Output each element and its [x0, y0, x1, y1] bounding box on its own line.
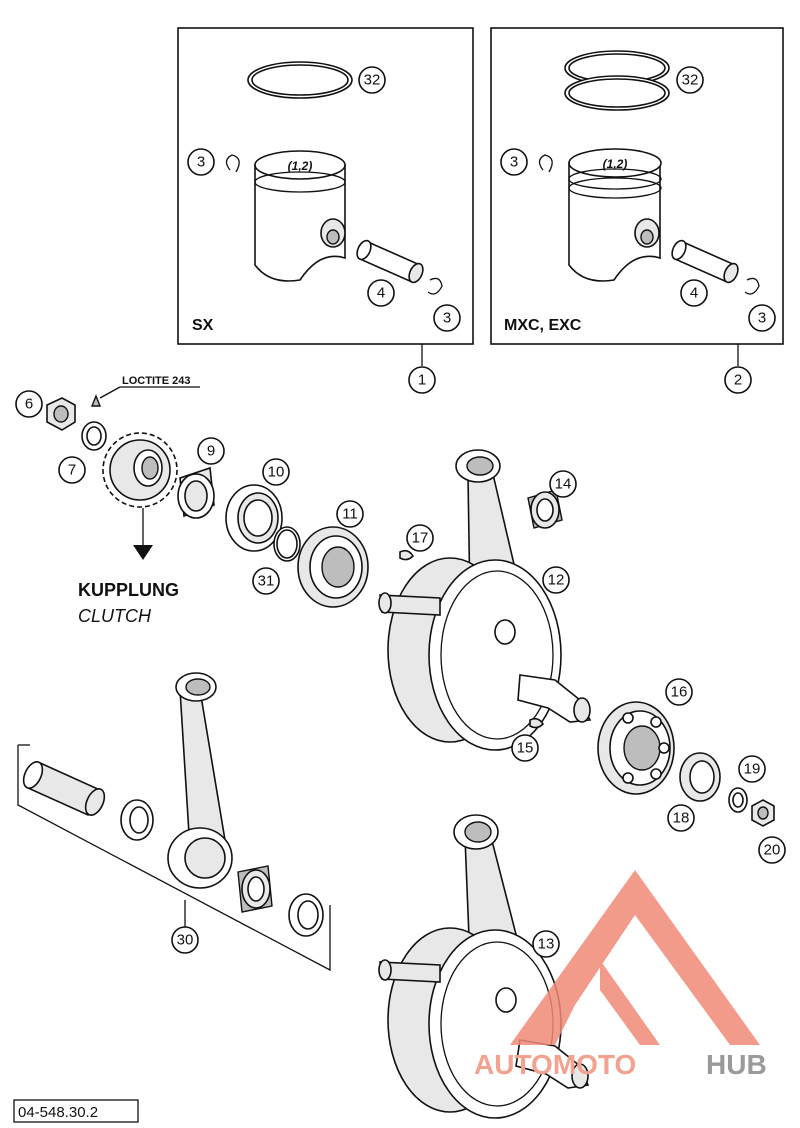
crankshaft-12	[378, 449, 592, 751]
watermark-logo	[510, 870, 760, 1045]
svg-text:3: 3	[197, 154, 205, 171]
box-label-sx: SX	[192, 317, 214, 334]
svg-text:16: 16	[671, 684, 688, 701]
circlip-left-bottom	[427, 277, 443, 295]
callout-7: 7	[58, 456, 86, 484]
callout-12: 12	[542, 566, 570, 594]
crankshaft-13	[378, 814, 590, 1119]
circlip-right-bottom	[744, 277, 760, 295]
watermark-word-2: HUB	[706, 1049, 767, 1080]
connecting-rod	[167, 672, 233, 889]
nut-6	[46, 397, 76, 431]
svg-text:32: 32	[364, 72, 381, 89]
shaft-seal-10	[225, 484, 283, 552]
main-bearing-11	[297, 526, 369, 608]
piston-pin-sx	[356, 239, 424, 284]
svg-text:3: 3	[510, 154, 518, 171]
crank-pin	[22, 760, 106, 817]
piston-sx: (1,2)	[254, 150, 346, 282]
svg-text:7: 7	[68, 462, 76, 479]
drive-gear	[102, 432, 178, 508]
woodruff-key-15	[529, 717, 545, 729]
callout-6: 6	[15, 390, 43, 418]
callout-32-left: 32	[358, 66, 386, 94]
svg-text:15: 15	[517, 740, 534, 757]
kupplung-label: KUPPLUNG	[78, 580, 179, 600]
piston-mark-sx: (1,2)	[288, 159, 313, 173]
circlip-right-top	[538, 154, 553, 173]
callout-3-right-bottom: 3	[748, 304, 776, 332]
spacer-9	[177, 466, 215, 519]
callout-2: 2	[724, 366, 752, 394]
rod-kit-bracket	[17, 745, 331, 972]
thrust-washer-right	[288, 893, 324, 937]
piston-kit-box-sx	[177, 27, 474, 345]
callout-30: 30	[171, 926, 199, 954]
svg-text:30: 30	[177, 932, 194, 949]
callout-32-right: 32	[676, 66, 704, 94]
watermark-word-1: AUTOMOTO	[474, 1049, 636, 1080]
callout-1: 1	[408, 366, 436, 394]
callout-13: 13	[532, 930, 560, 958]
svg-text:14: 14	[555, 476, 572, 493]
shaft-seal-18	[679, 752, 721, 802]
callout-9: 9	[197, 437, 225, 465]
svg-text:2: 2	[734, 372, 742, 389]
needle-bearing-rod	[237, 865, 273, 913]
box-label-mxc-exc: MXC, EXC	[504, 317, 582, 334]
svg-text:9: 9	[207, 443, 215, 460]
svg-text:20: 20	[764, 842, 781, 859]
svg-text:18: 18	[673, 810, 690, 827]
svg-text:4: 4	[690, 285, 698, 302]
callout-10: 10	[262, 458, 290, 486]
callout-17: 17	[406, 524, 434, 552]
piston-mark-mxc-exc: (1,2)	[603, 157, 628, 171]
callout-16: 16	[665, 678, 693, 706]
loctite-label: LOCTITE 243	[122, 375, 190, 387]
svg-text:4: 4	[377, 285, 385, 302]
callout-3-left-top: 3	[187, 148, 215, 176]
svg-text:3: 3	[758, 310, 766, 327]
svg-text:31: 31	[258, 573, 275, 590]
circlip-left-top	[225, 154, 240, 173]
callout-15: 15	[511, 734, 539, 762]
drawing-code: 04-548.30.2	[18, 1104, 98, 1121]
callout-4-left: 4	[367, 279, 395, 307]
svg-text:17: 17	[412, 530, 429, 547]
svg-text:12: 12	[548, 572, 565, 589]
drawing-code-box	[13, 1099, 139, 1123]
needle-bearing-14	[527, 489, 563, 529]
clutch-label: CLUTCH	[78, 606, 152, 626]
svg-text:1: 1	[418, 372, 426, 389]
svg-text:6: 6	[25, 396, 33, 413]
nut-20	[751, 799, 775, 827]
callout-31: 31	[252, 567, 280, 595]
svg-text:19: 19	[744, 761, 761, 778]
callout-19: 19	[738, 755, 766, 783]
callout-4-right: 4	[680, 279, 708, 307]
arrow-down-icon	[133, 545, 153, 560]
main-bearing-16	[597, 701, 675, 795]
callout-11: 11	[336, 500, 364, 528]
piston-pin-mxc-exc	[671, 239, 739, 284]
callout-3-left-bottom: 3	[433, 304, 461, 332]
piston-kit-box-mxc-exc	[490, 27, 784, 345]
svg-text:13: 13	[538, 936, 555, 953]
callout-20: 20	[758, 836, 786, 864]
callout-18: 18	[667, 804, 695, 832]
svg-text:3: 3	[443, 310, 451, 327]
piston-mxc-exc: (1,2)	[568, 148, 662, 282]
callout-14: 14	[549, 470, 577, 498]
woodruff-key-17	[399, 549, 415, 561]
thrust-washer-left	[120, 799, 154, 841]
svg-text:32: 32	[682, 72, 699, 89]
svg-text:10: 10	[268, 464, 285, 481]
callout-3-right-top: 3	[500, 148, 528, 176]
svg-text:11: 11	[342, 506, 358, 523]
loctite-drop	[90, 394, 102, 407]
washer-7	[81, 421, 107, 451]
